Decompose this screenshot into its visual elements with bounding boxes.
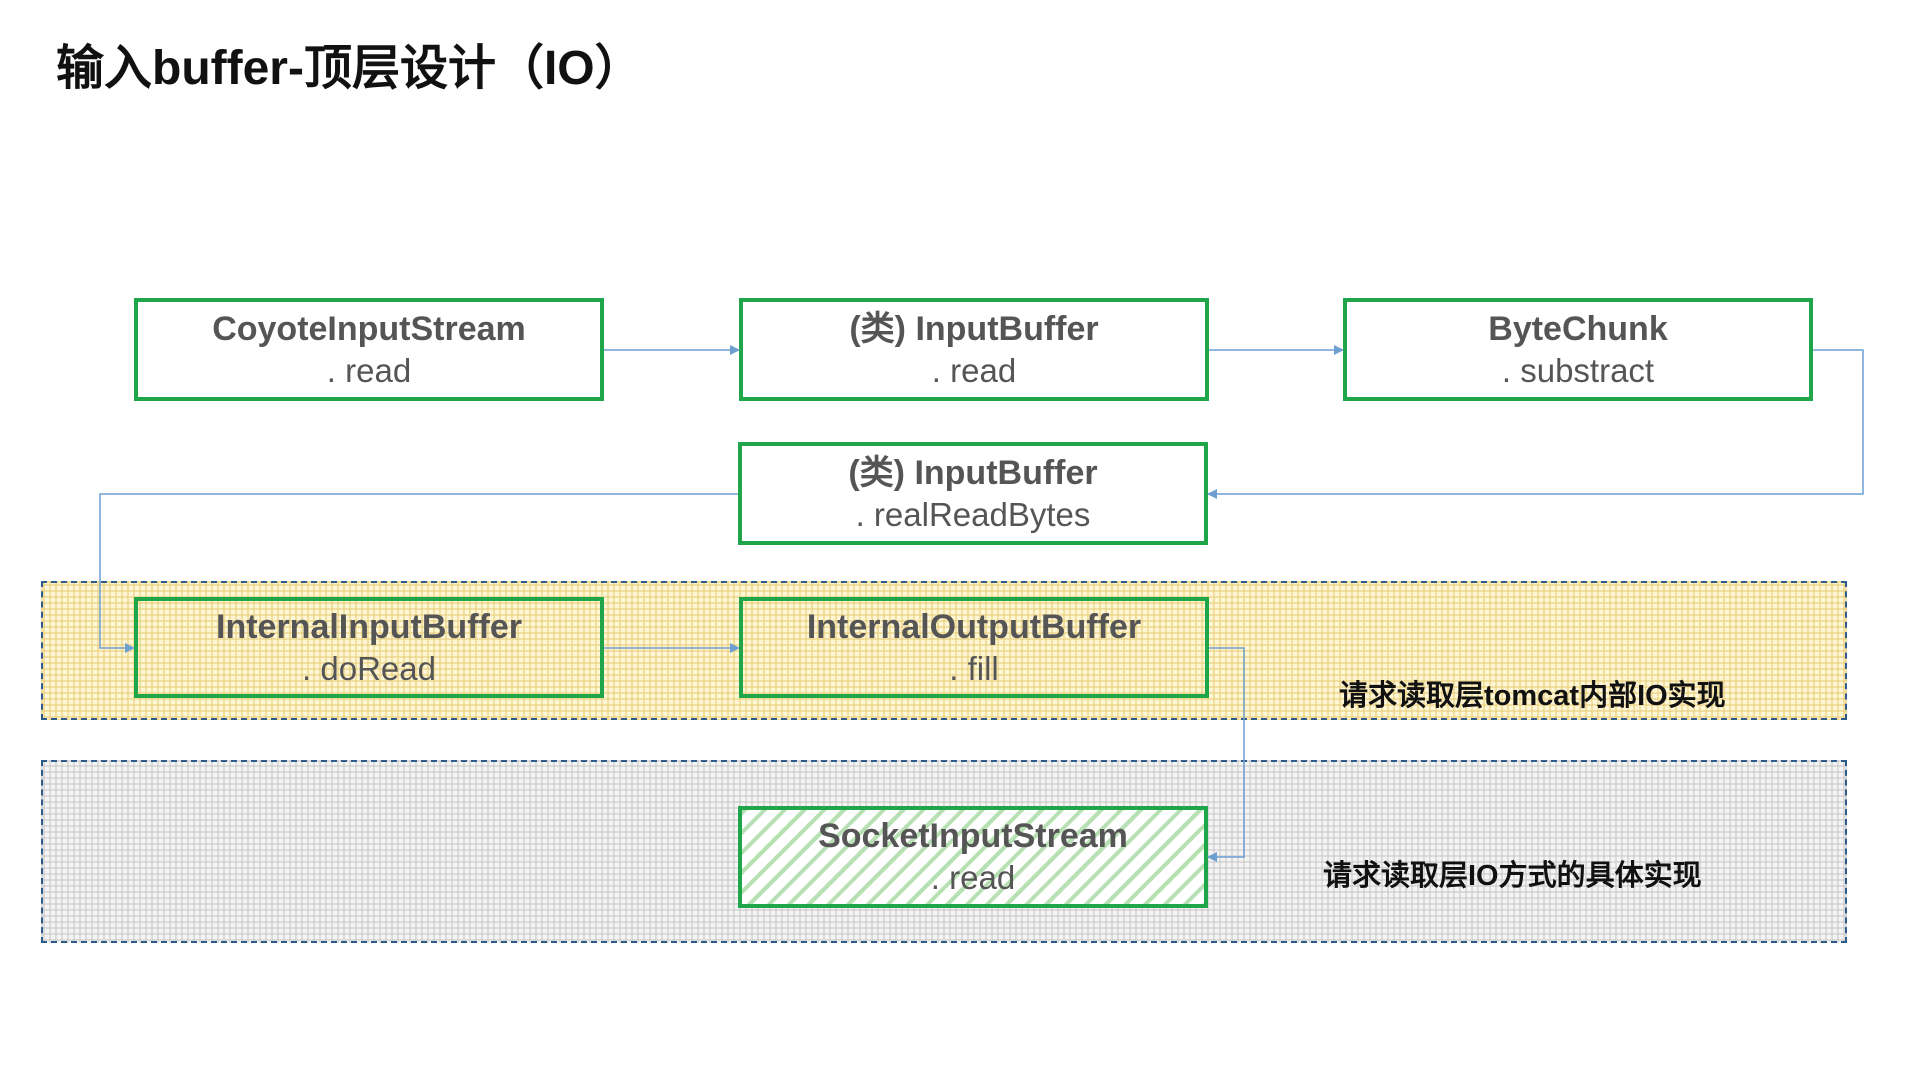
arrow-bytechunk-to-realreadbytes xyxy=(1207,349,1864,499)
box-name: (类) InputBuffer xyxy=(849,309,1099,348)
box-name: SocketInputStream xyxy=(818,817,1128,855)
coyote-input-stream-box[interactable]: CoyoteInputStream . read xyxy=(134,298,604,401)
socket-input-stream-box[interactable]: SocketInputStream . read xyxy=(738,806,1208,908)
box-method: . realReadBytes xyxy=(855,495,1091,533)
internal-output-buffer-box[interactable]: InternalOutputBuffer . fill xyxy=(739,597,1209,698)
inputbuffer-read-box[interactable]: (类) InputBuffer . read xyxy=(739,298,1209,401)
tomcat-io-zone-label: 请求读取层tomcat内部IO实现 xyxy=(1339,680,1726,712)
box-name: ByteChunk xyxy=(1488,309,1668,348)
arrow-internaloutput-to-socketinput xyxy=(1207,647,1245,862)
box-method: . read xyxy=(326,351,412,389)
box-name: InternalOutputBuffer xyxy=(806,607,1142,646)
tomcat-io-zone xyxy=(41,581,1847,720)
box-name: (类) InputBuffer xyxy=(848,453,1098,492)
internal-input-buffer-box[interactable]: InternalInputBuffer . doRead xyxy=(134,597,604,698)
box-name: InternalInputBuffer xyxy=(216,607,522,646)
bytechunk-box[interactable]: ByteChunk . substract xyxy=(1343,298,1813,401)
box-name: CoyoteInputStream xyxy=(212,309,526,348)
box-method: . doRead xyxy=(302,649,436,687)
inputbuffer-realreadbytes-box[interactable]: (类) InputBuffer . realReadBytes xyxy=(738,442,1208,545)
box-method: . read xyxy=(931,351,1017,389)
box-method: . substract xyxy=(1501,351,1655,389)
box-method: . fill xyxy=(949,649,999,687)
arrow-realreadbytes-to-internalinput xyxy=(99,493,738,653)
page-title: 输入buffer-顶层设计（IO） xyxy=(56,42,643,95)
box-method: . read xyxy=(930,859,1016,896)
socket-io-zone-label: 请求读取层IO方式的具体实现 xyxy=(1323,860,1702,892)
